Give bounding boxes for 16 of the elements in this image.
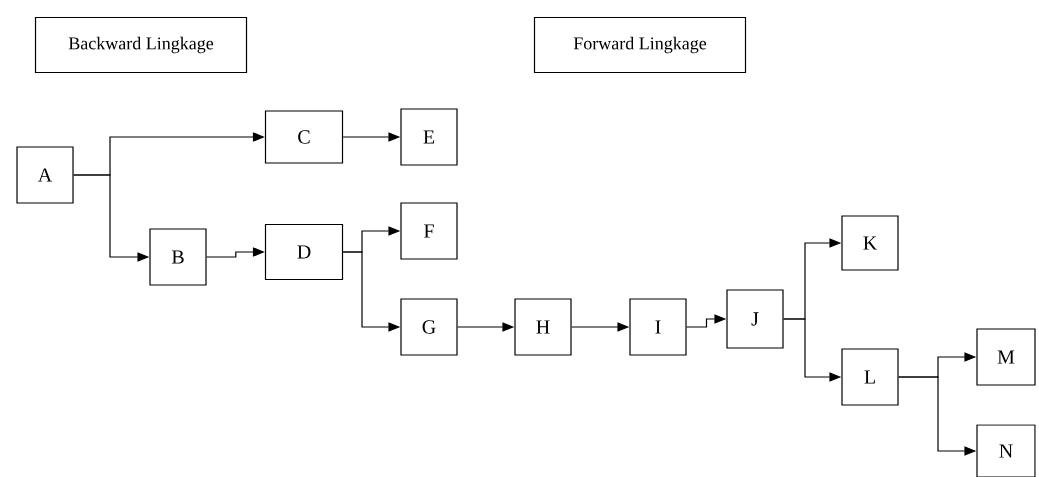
process-box: H — [514, 298, 572, 356]
process-box: M — [976, 328, 1036, 386]
process-box: I — [629, 298, 687, 356]
process-box: B — [149, 228, 207, 286]
process-box: G — [400, 298, 458, 356]
process-box: J — [726, 289, 784, 349]
process-box: C — [264, 110, 344, 164]
process-box: E — [400, 108, 458, 166]
process-box: K — [841, 215, 899, 271]
process-box: N — [976, 424, 1036, 477]
process-box: D — [264, 223, 344, 281]
process-box: A — [16, 146, 74, 204]
process-box: L — [841, 348, 899, 406]
heading-box: Forward Lingkage — [533, 16, 747, 74]
heading-box: Backward Lingkage — [34, 16, 248, 74]
process-box: F — [400, 202, 458, 260]
